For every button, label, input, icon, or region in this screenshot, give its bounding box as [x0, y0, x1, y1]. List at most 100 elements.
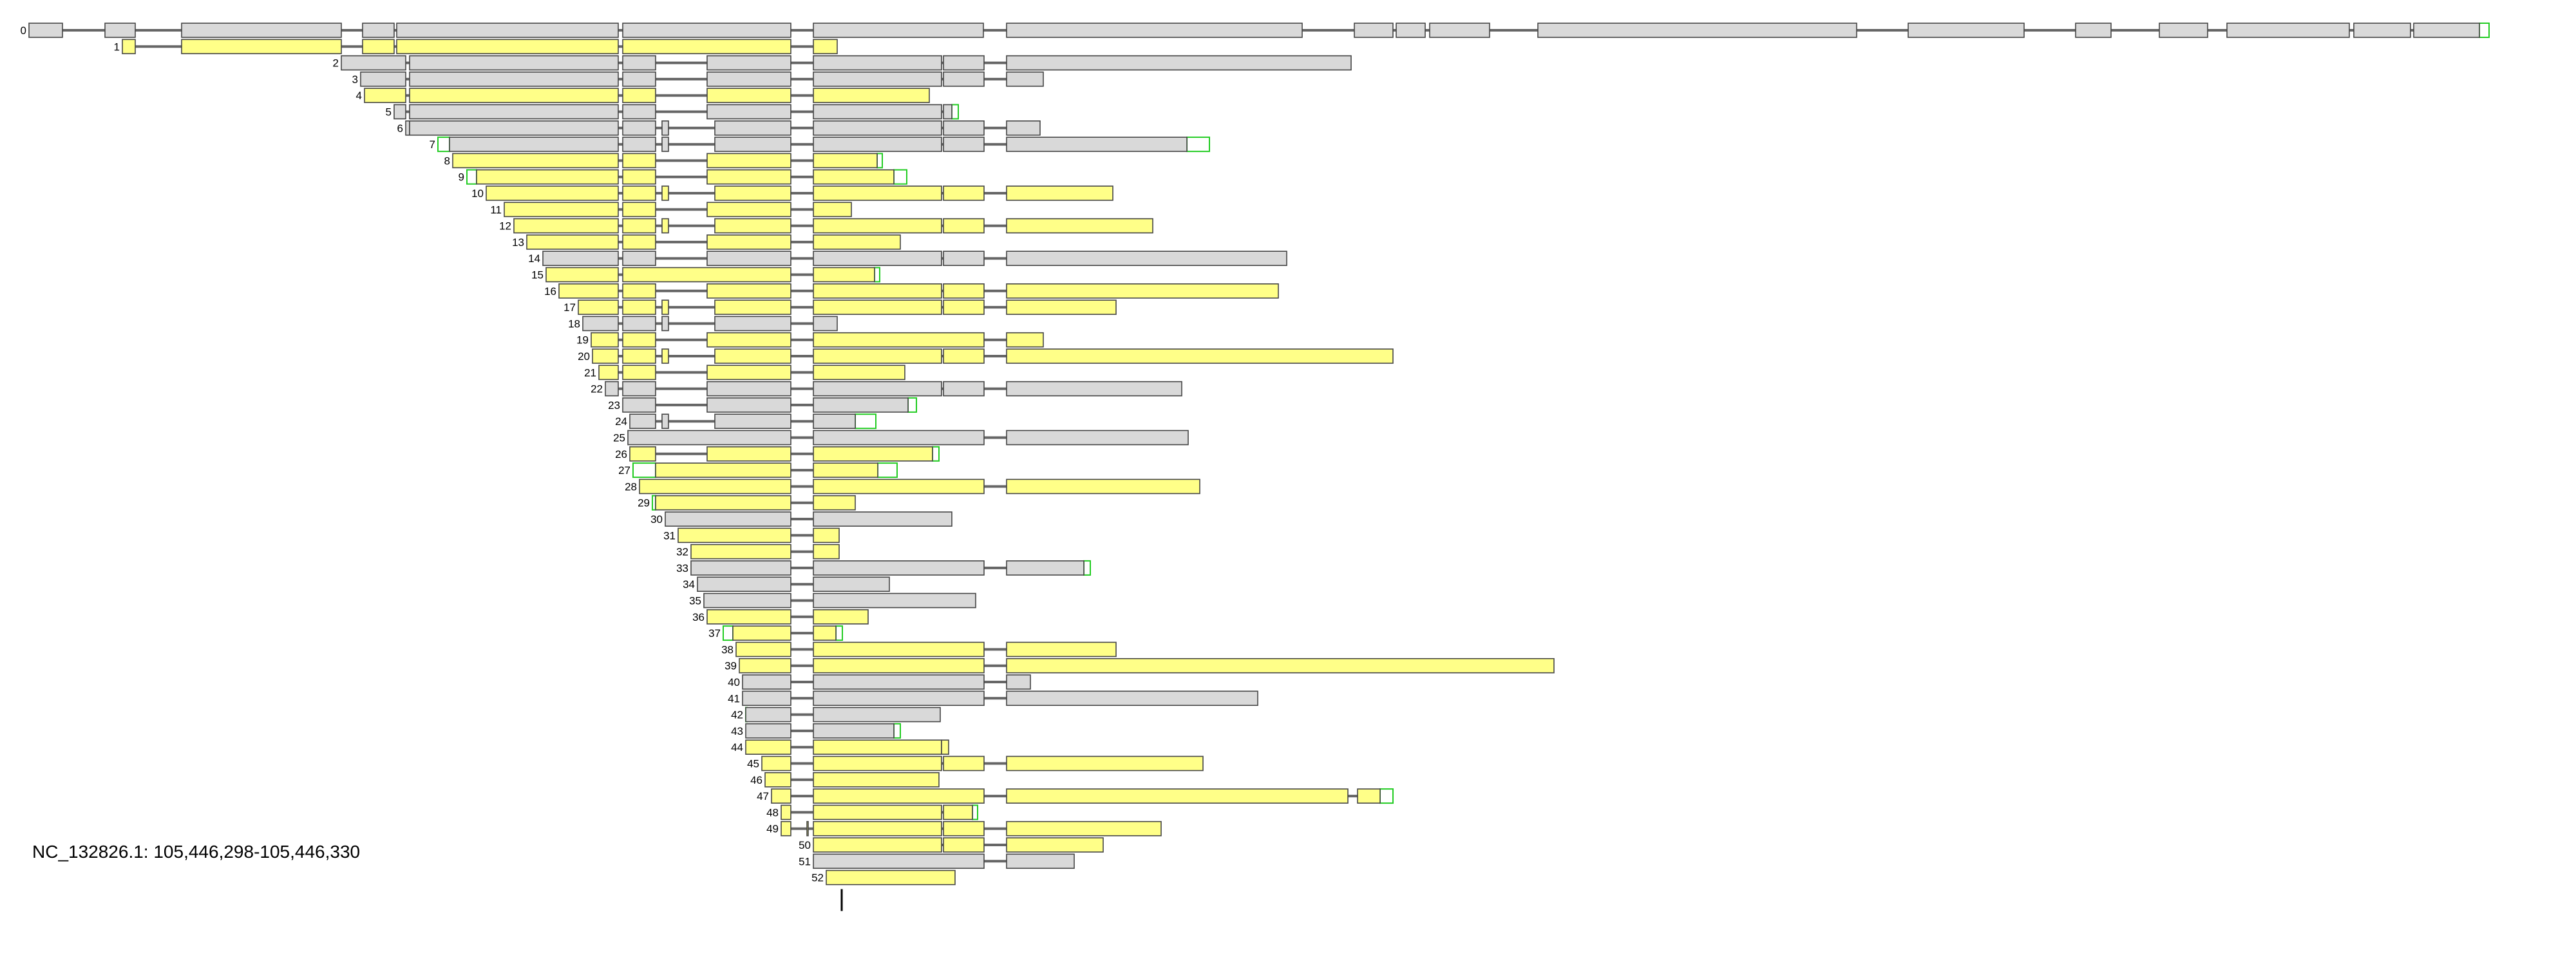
transcript-row: 10: [471, 185, 1113, 201]
transcript-row: 23: [608, 397, 917, 413]
transcript-label: 17: [564, 301, 576, 314]
noncoding-exon: [714, 120, 791, 136]
transcript-row: 19: [576, 332, 1044, 348]
transcript-label: 32: [676, 546, 688, 558]
utr-outline: [932, 446, 940, 462]
noncoding-exon: [742, 690, 791, 706]
noncoding-exon: [813, 120, 942, 136]
coding-exon: [813, 348, 942, 364]
coding-exon: [813, 820, 942, 837]
transcript-row: 33: [676, 560, 1091, 576]
coding-exon: [706, 609, 791, 625]
transcript-label: 30: [650, 513, 663, 526]
noncoding-exon: [813, 381, 942, 397]
utr-outline: [876, 153, 883, 169]
transcript-row: 26: [615, 446, 940, 462]
coding-exon: [813, 739, 942, 755]
noncoding-exon: [943, 381, 985, 397]
coding-exon: [714, 348, 791, 364]
noncoding-exon: [943, 120, 985, 136]
noncoding-exon: [622, 397, 656, 413]
coding-exon: [943, 299, 985, 315]
utr-outline: [437, 137, 450, 153]
coding-exon: [813, 495, 856, 511]
noncoding-exon: [1006, 853, 1075, 869]
transcript-label: 6: [397, 122, 403, 135]
coding-exon: [943, 283, 985, 299]
transcript-row: 34: [683, 576, 890, 592]
noncoding-exon: [813, 413, 856, 430]
transcript-label: 25: [613, 432, 625, 444]
transcript-label: 27: [618, 464, 630, 477]
transcript-row: 37: [708, 625, 843, 641]
transcript-row: 40: [728, 674, 1031, 690]
noncoding-exon: [813, 55, 942, 71]
noncoding-exon: [405, 120, 410, 136]
coding-exon: [1006, 658, 1555, 674]
coding-exon: [943, 837, 985, 853]
transcript-label: 19: [576, 334, 589, 346]
coding-exon: [513, 218, 619, 234]
transcript-label: 2: [333, 57, 339, 70]
noncoding-exon: [409, 104, 619, 120]
transcript-label: 43: [731, 725, 743, 737]
transcript-label: 4: [356, 90, 362, 102]
coding-exon: [622, 283, 656, 299]
transcript-row: 28: [625, 478, 1200, 495]
coding-exon: [591, 332, 619, 348]
transcript-label: 42: [731, 709, 743, 721]
transcript-label: 29: [638, 497, 650, 509]
noncoding-exon: [703, 592, 791, 609]
coding-exon: [622, 153, 656, 169]
coding-exon: [677, 527, 791, 544]
noncoding-exon: [622, 55, 656, 71]
coding-exon: [661, 348, 669, 364]
coding-exon: [813, 755, 942, 772]
coding-exon: [813, 88, 930, 103]
noncoding-exon: [661, 413, 669, 430]
transcript-label: 21: [584, 366, 596, 379]
coding-exon: [622, 88, 656, 103]
noncoding-exon: [661, 316, 669, 332]
noncoding-exon: [605, 381, 619, 397]
transcript-label: 12: [499, 220, 511, 232]
noncoding-exon: [104, 23, 136, 38]
noncoding-exon: [409, 120, 619, 136]
coding-exon: [813, 804, 942, 820]
noncoding-exon: [706, 71, 791, 87]
noncoding-exon: [813, 104, 942, 120]
transcript-label: 3: [352, 73, 358, 86]
coding-exon: [781, 820, 791, 837]
coding-exon: [706, 234, 791, 250]
coding-exon: [813, 365, 905, 381]
transcript-label: 36: [692, 611, 705, 623]
coding-exon: [396, 39, 619, 55]
coding-exon: [706, 88, 791, 103]
transcript-label: 41: [728, 692, 740, 705]
genomic-coordinate-label: NC_132826.1: 105,446,298-105,446,330: [32, 842, 361, 862]
noncoding-exon: [943, 71, 985, 87]
transcript-row: 39: [724, 658, 1555, 674]
transcript-row: 21: [584, 365, 905, 381]
noncoding-exon: [1537, 23, 1857, 38]
coding-exon: [813, 39, 838, 55]
transcript-row: 0: [21, 23, 2490, 38]
coding-exon: [1006, 641, 1117, 658]
transcript-label: 0: [21, 24, 26, 37]
coding-exon: [545, 267, 619, 283]
coding-exon: [826, 869, 956, 886]
coding-exon: [732, 625, 791, 641]
noncoding-exon: [1006, 674, 1031, 690]
transcript-row: 15: [531, 267, 880, 283]
coding-exon: [1006, 332, 1044, 348]
transcript-row: 12: [499, 218, 1153, 234]
transcript-label: 48: [766, 806, 779, 819]
noncoding-exon: [1006, 55, 1352, 71]
coding-exon: [706, 365, 791, 381]
coding-exon: [1006, 820, 1162, 837]
coding-exon: [622, 39, 791, 55]
coding-exon: [1006, 185, 1113, 201]
utr-outline: [466, 169, 477, 185]
transcript-row: 43: [731, 723, 901, 739]
